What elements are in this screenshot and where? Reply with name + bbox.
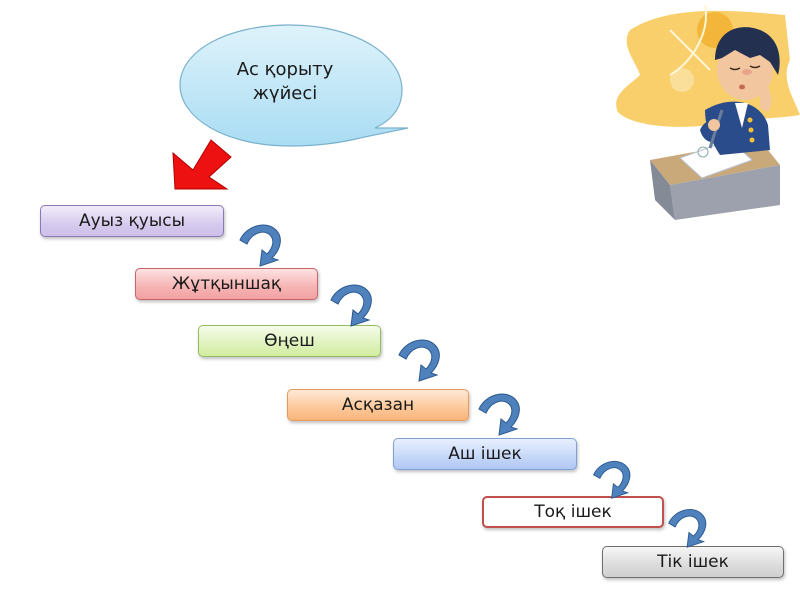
title-line-1: Ас қорыту — [236, 59, 334, 80]
step-label: Жұтқыншақ — [171, 274, 282, 294]
step-label: Ауыз қуысы — [78, 211, 186, 231]
title-bubble-text: Ас қорыту жүйесі — [220, 58, 350, 106]
title-line-2: жүйесі — [252, 83, 318, 104]
red-arrow-down-left-icon — [172, 139, 232, 190]
curved-arrow-down-icon — [236, 218, 286, 268]
curved-arrow-down-icon — [665, 503, 711, 549]
curved-arrow-down-icon — [475, 387, 525, 437]
speech-bubble — [179, 24, 409, 147]
curved-arrow-down-icon — [590, 455, 635, 500]
step-label: Тік ішек — [657, 552, 729, 572]
step-pharynx: Жұтқыншақ — [135, 268, 318, 300]
step-small-intestine: Аш ішек — [393, 438, 577, 470]
curved-arrow-down-icon — [327, 278, 377, 328]
step-stomach: Асқазан — [287, 389, 469, 421]
step-mouth-cavity: Ауыз қуысы — [40, 205, 224, 237]
student-dozing-at-desk-illustration — [616, 4, 800, 220]
step-label: Асқазан — [341, 395, 415, 415]
step-rectum: Тік ішек — [602, 546, 784, 578]
curved-arrow-down-icon — [395, 333, 445, 383]
step-esophagus: Өңеш — [198, 325, 381, 357]
step-large-intestine: Тоқ ішек — [482, 496, 664, 528]
step-label: Аш ішек — [448, 444, 522, 464]
step-label: Өңеш — [264, 331, 315, 351]
step-label: Тоқ ішек — [534, 502, 612, 522]
